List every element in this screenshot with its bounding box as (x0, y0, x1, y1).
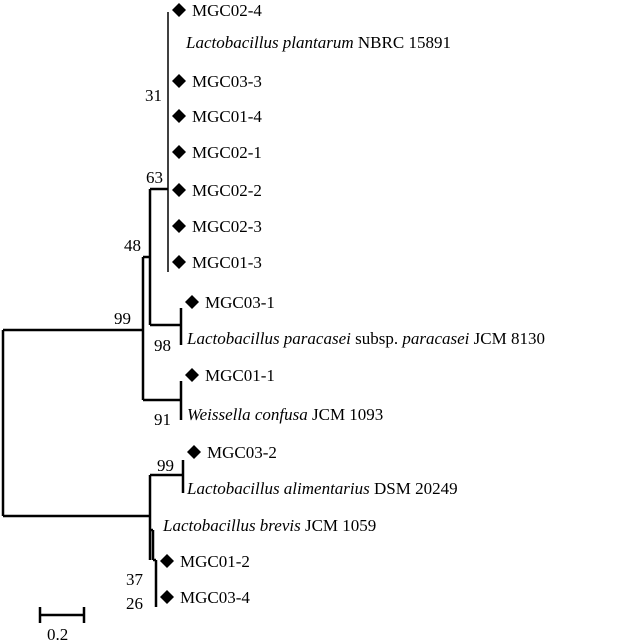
taxon-name: MGC01-1 (205, 366, 275, 385)
taxon-name: MGC03-4 (180, 588, 250, 607)
taxon-name: MGC02-1 (192, 143, 262, 162)
taxon-name-part: DSM 20249 (370, 479, 458, 498)
taxon-name: MGC03-1 (205, 293, 275, 312)
diamond-marker-icon (185, 368, 199, 382)
leaf-label: Lactobacillus brevis JCM 1059 (162, 516, 376, 535)
taxon-name-part: JCM 1093 (308, 405, 384, 424)
leaf-label: MGC03-1 (185, 293, 275, 312)
diamond-marker-icon (172, 74, 186, 88)
taxon-name-part: Weissella confusa (187, 405, 308, 424)
taxon-name-part: MGC01-1 (205, 366, 275, 385)
diamond-marker-icon (160, 554, 174, 568)
leaf-label: MGC03-4 (160, 588, 250, 607)
taxon-name-part: MGC02-3 (192, 217, 262, 236)
bootstrap-value: 99 (114, 309, 131, 328)
bootstrap-value: 31 (145, 86, 162, 105)
bootstrap-value: 26 (126, 594, 143, 613)
leaf-label: MGC02-3 (172, 217, 262, 236)
leaf-label: MGC02-1 (172, 143, 262, 162)
diamond-marker-icon (185, 295, 199, 309)
clade-99-upper (141, 255, 183, 420)
taxon-name: Lactobacillus plantarum NBRC 15891 (185, 33, 451, 52)
taxon-name-part: JCM 1059 (301, 516, 377, 535)
bootstrap-value: 63 (146, 168, 163, 187)
diamond-marker-icon (172, 219, 186, 233)
leaf-label: MGC02-2 (172, 181, 262, 200)
taxon-name-part: MGC01-2 (180, 552, 250, 571)
bootstrap-value: 37 (126, 570, 144, 589)
taxon-name: MGC01-2 (180, 552, 250, 571)
taxon-name-part: Lactobacillus alimentarius (186, 479, 370, 498)
taxon-name-part: MGC03-3 (192, 72, 262, 91)
taxon-name-part: MGC02-1 (192, 143, 262, 162)
scale-bar-label: 0.2 (47, 625, 68, 644)
taxon-name: MGC02-2 (192, 181, 262, 200)
taxon-name-part: MGC03-4 (180, 588, 250, 607)
diamond-marker-icon (172, 255, 186, 269)
leaf-label: Weissella confusa JCM 1093 (187, 405, 383, 424)
taxon-name: MGC01-4 (192, 107, 262, 126)
taxon-name-part: MGC01-4 (192, 107, 262, 126)
taxon-name-part: JCM 8130 (469, 329, 545, 348)
taxon-name-part: Lactobacillus brevis (162, 516, 301, 535)
leaf-label: Lactobacillus plantarum NBRC 15891 (185, 33, 451, 52)
taxon-name-part: Lactobacillus plantarum (185, 33, 354, 52)
clade-48 (148, 187, 183, 345)
leaf-label: MGC01-4 (172, 107, 262, 126)
leaf-label: MGC01-1 (185, 366, 275, 385)
taxon-name-part: paracasei (401, 329, 469, 348)
tree-branches (1, 187, 185, 623)
taxon-name-part: MGC01-3 (192, 253, 262, 272)
leaf-label: MGC01-2 (160, 552, 250, 571)
taxon-name: Weissella confusa JCM 1093 (187, 405, 383, 424)
bootstrap-value: 99 (157, 456, 174, 475)
taxon-name: MGC03-3 (192, 72, 262, 91)
leaf-label: MGC03-2 (187, 443, 277, 462)
bootstrap-value: 48 (124, 236, 141, 255)
taxon-name: MGC01-3 (192, 253, 262, 272)
leaf-label: Lactobacillus alimentarius DSM 20249 (186, 479, 458, 498)
diamond-marker-icon (187, 445, 201, 459)
taxon-name-part: NBRC 15891 (354, 33, 451, 52)
taxon-name: Lactobacillus paracasei subsp. paracasei… (186, 329, 545, 348)
leaf-label: MGC01-3 (172, 253, 262, 272)
clade-lower (148, 460, 185, 607)
diamond-marker-icon (160, 590, 174, 604)
taxon-name-part: subsp. (351, 329, 402, 348)
root-branch (1, 328, 150, 518)
taxon-name: Lactobacillus brevis JCM 1059 (162, 516, 376, 535)
diamond-marker-icon (172, 3, 186, 17)
taxon-name: Lactobacillus alimentarius DSM 20249 (186, 479, 458, 498)
leaf-label: MGC03-3 (172, 72, 262, 91)
taxon-name: MGC03-2 (207, 443, 277, 462)
taxon-name-part: MGC03-2 (207, 443, 277, 462)
taxon-name-part: Lactobacillus paracasei (186, 329, 351, 348)
diamond-marker-icon (172, 109, 186, 123)
taxon-name-part: MGC02-2 (192, 181, 262, 200)
taxon-name: MGC02-3 (192, 217, 262, 236)
bootstrap-value: 98 (154, 336, 171, 355)
leaf-label: Lactobacillus paracasei subsp. paracasei… (186, 329, 545, 348)
bootstrap-values: 31 63 48 99 98 91 99 37 26 (114, 86, 174, 613)
leaf-label: MGC02-4 (172, 1, 262, 20)
taxon-name-part: MGC03-1 (205, 293, 275, 312)
diamond-marker-icon (172, 183, 186, 197)
taxon-name-part: MGC02-4 (192, 1, 262, 20)
taxon-name: MGC02-4 (192, 1, 262, 20)
diamond-marker-icon (172, 145, 186, 159)
bootstrap-value: 91 (154, 410, 171, 429)
scale-bar-line (38, 607, 86, 623)
